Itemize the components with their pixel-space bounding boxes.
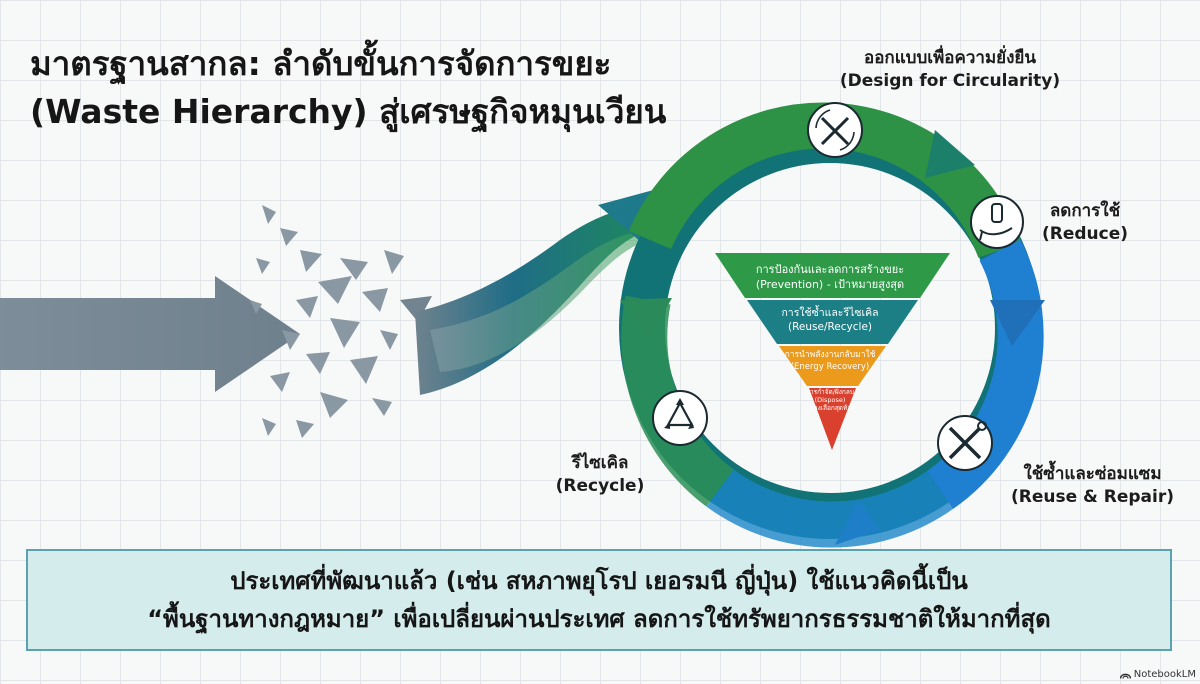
banner-line-2: “พื้นฐานทางกฎหมาย” เพื่อเปลี่ยนผ่านประเท… <box>147 605 1051 633</box>
pyramid-tier-4-text: การกำจัด/ฝังกลบ (Dispose) - ทางเลือกสุดท… <box>800 388 860 412</box>
stage-design-thai: ออกแบบเพื่อความยั่งยืน <box>864 48 1036 68</box>
pyramid-tier-3-thai: การนำพลังงานกลับมาใช้ <box>784 350 876 360</box>
brand-text: NotebookLM <box>1133 669 1196 680</box>
stage-reduce-english: (Reduce) <box>1041 224 1129 244</box>
pyramid-tier-2-english: (Reuse/Recycle) <box>787 321 873 333</box>
pyramid-tier-3-text: การนำพลังงานกลับมาใช้ (Energy Recovery) <box>775 349 885 373</box>
hand-bottle-icon <box>970 195 1024 249</box>
title-line-1: มาตรฐานสากล: ลำดับขั้นการจัดการขยะ <box>30 44 612 83</box>
banner-line-1: ประเทศที่พัฒนาแล้ว (เช่น สหภาพยุโรป เยอร… <box>230 567 968 595</box>
stage-reduce-thai: ลดการใช้ <box>1049 201 1121 221</box>
title-line-2: (Waste Hierarchy) สู่เศรษฐกิจหมุนเวียน <box>30 92 667 131</box>
swoosh-arrow-light-band <box>430 230 650 372</box>
stage-label-reuse-repair: ใช้ซ้ำและซ่อมแซม (Reuse & Repair) <box>1000 463 1185 509</box>
recycle-icon <box>652 390 708 446</box>
stage-label-recycle: รีไซเคิล (Recycle) <box>535 452 665 498</box>
incoming-arrow <box>0 276 300 392</box>
stage-design-english: (Design for Circularity) <box>839 71 1061 91</box>
pyramid-tier-4-note: - ทางเลือกสุดท้าย <box>805 404 855 412</box>
pyramid-tier-1-text: การป้องกันและลดการสร้างขยะ (Prevention) … <box>730 262 930 292</box>
pencil-ruler-cycle-icon <box>807 102 863 158</box>
brand-watermark: NotebookLM <box>1119 669 1196 680</box>
stage-label-design: ออกแบบเพื่อความยั่งยืน (Design for Circu… <box>820 47 1080 93</box>
summary-banner: ประเทศที่พัฒนาแล้ว (เช่น สหภาพยุโรป เยอร… <box>26 549 1172 651</box>
stage-reuse-thai: ใช้ซ้ำและซ่อมแซม <box>1023 464 1162 484</box>
pyramid-tier-energy-recovery <box>779 346 886 386</box>
stage-reuse-english: (Reuse & Repair) <box>1010 487 1175 507</box>
stage-recycle-english: (Recycle) <box>555 476 645 496</box>
stage-recycle-thai: รีไซเคิล <box>571 453 629 473</box>
shattered-fragments <box>250 205 432 438</box>
pyramid-tier-2-thai: การใช้ซ้ำและรีไซเคิล <box>781 307 879 319</box>
pyramid-tier-1-thai: การป้องกันและลดการสร้างขยะ <box>755 263 905 276</box>
stage-label-reduce: ลดการใช้ (Reduce) <box>1030 200 1140 246</box>
notebooklm-logo-icon <box>1119 673 1131 679</box>
pyramid-tier-2-text: การใช้ซ้ำและรีไซเคิล (Reuse/Recycle) <box>760 306 900 334</box>
pyramid-tier-1-english: (Prevention) - เป้าหมายสูงสุด <box>755 278 905 291</box>
pyramid-tier-prevention <box>715 253 950 298</box>
ring-arrowheads <box>620 130 1045 545</box>
pyramid-tier-4-thai: การกำจัด/ฝังกลบ <box>806 388 854 396</box>
wrench-screwdriver-icon <box>937 415 993 471</box>
page-title: มาตรฐานสากล: ลำดับขั้นการจัดการขยะ (Wast… <box>30 40 670 136</box>
pyramid-tier-dispose <box>809 388 856 450</box>
pyramid-tier-3-english: (Energy Recovery) <box>790 362 870 372</box>
pyramid-tier-4-english: (Dispose) <box>814 396 846 404</box>
pyramid-tier-reuse-recycle <box>747 300 918 344</box>
waste-hierarchy-pyramid <box>715 253 950 450</box>
